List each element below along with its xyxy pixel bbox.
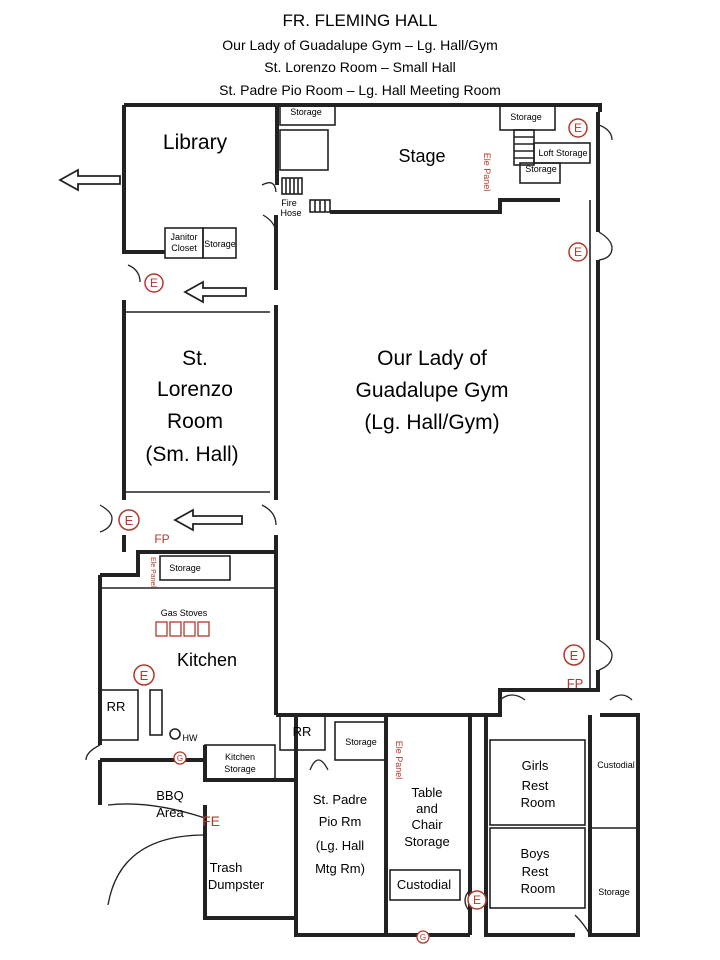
gym: Our Lady of Guadalupe Gym (Lg. Hall/Gym) xyxy=(356,347,509,434)
exit-arrow-north-corridor xyxy=(183,280,247,304)
padre-pio-storage-label: Storage xyxy=(345,737,377,747)
exit-icon: E xyxy=(133,664,155,686)
doors xyxy=(85,124,633,936)
svg-text:E: E xyxy=(574,121,582,135)
exit-symbols: E E E E E E E xyxy=(118,118,588,910)
svg-text:E: E xyxy=(140,668,149,683)
restrooms-area: Girls Rest Room Boys Rest Room Custodial… xyxy=(489,739,638,909)
lorenzo-label-2: Lorenzo xyxy=(157,378,233,401)
exit-icon: E xyxy=(118,509,140,531)
padre-pio-rr-label: RR xyxy=(293,724,312,739)
janitor-label-1: Janitor xyxy=(170,232,197,242)
exit-arrow-south-corridor xyxy=(173,508,243,532)
gym-label-3: (Lg. Hall/Gym) xyxy=(364,411,499,434)
exit-icon: E xyxy=(568,118,588,138)
bbq-label-1: BBQ xyxy=(156,788,183,803)
kitchen-area: FP Ele Panel Storage Gas Stoves Kitchen … xyxy=(99,532,276,781)
kitchen-label: Kitchen xyxy=(177,650,237,670)
girls-label-1: Girls xyxy=(522,758,549,773)
boys-label-3: Room xyxy=(521,881,556,896)
padre-pio-area: RR Storage Ele Panel St. Padre Pio Rm (L… xyxy=(279,714,461,901)
gas-stoves-label: Gas Stoves xyxy=(161,608,208,618)
bbq-label-2: Area xyxy=(156,805,184,820)
legend-line-padre-pio: St. Padre Pio Room – Lg. Hall Meeting Ro… xyxy=(219,82,501,98)
exit-icon: E xyxy=(568,242,588,262)
table-chair-label-4: Storage xyxy=(404,834,450,849)
svg-text:E: E xyxy=(150,276,158,290)
water-heater-label: HW xyxy=(183,733,198,743)
boys-label-2: Rest xyxy=(522,864,549,879)
janitor-label-2: Closet xyxy=(171,243,197,253)
fp-label-east: FP xyxy=(567,676,584,691)
restroom-storage-label: Storage xyxy=(598,887,630,897)
kitchen-storage-top-label: Storage xyxy=(169,563,201,573)
kitchen-storage-label-2: Storage xyxy=(224,764,256,774)
west-stage-stairs xyxy=(281,177,303,195)
girls-label-3: Room xyxy=(521,795,556,810)
trash-label-2: Dumpster xyxy=(208,877,265,892)
table-chair-label-2: and xyxy=(416,801,438,816)
gas-meter-icon: G xyxy=(416,930,430,944)
east-stage-stairs xyxy=(513,129,535,166)
padre-pio-label-1: St. Padre xyxy=(313,792,367,807)
gym-label-1: Our Lady of xyxy=(377,347,487,370)
kitchen-storage-label-1: Kitchen xyxy=(225,752,255,762)
plan-title: FR. FLEMING HALL xyxy=(283,11,438,30)
table-chair-label-3: Chair xyxy=(411,817,443,832)
fire-hose-label-2: Hose xyxy=(280,208,301,218)
gas-symbols: G G xyxy=(173,751,430,944)
stage-area: Stage Ele Panel Storage Loft Storage Sto… xyxy=(398,104,591,192)
svg-text:E: E xyxy=(125,513,134,528)
padre-pio-label-2: Pio Rm xyxy=(319,814,362,829)
padre-pio-label-4: Mtg Rm) xyxy=(315,861,365,876)
custodial-label-east: Custodial xyxy=(597,760,635,770)
boys-label-1: Boys xyxy=(521,846,550,861)
gym-label-2: Guadalupe Gym xyxy=(356,379,509,402)
lorenzo-label-3: Room xyxy=(167,410,223,433)
lorenzo-label-4: (Sm. Hall) xyxy=(145,443,238,466)
fire-extinguisher-label: FE xyxy=(202,813,220,829)
svg-text:E: E xyxy=(574,245,582,259)
gas-meter-icon: G xyxy=(173,751,187,765)
library-label: Library xyxy=(163,131,228,154)
legend-line-gym: Our Lady of Guadalupe Gym – Lg. Hall/Gym xyxy=(222,37,497,53)
table-chair-label-1: Table xyxy=(411,785,442,800)
stage-storage-bottom-label: Storage xyxy=(525,164,557,174)
svg-text:G: G xyxy=(177,754,183,763)
library-area: Library Janitor Closet Storage Storage F… xyxy=(163,104,336,259)
fp-label-west: FP xyxy=(154,532,169,546)
exit-icon: E xyxy=(467,890,487,910)
svg-text:G: G xyxy=(420,933,426,942)
padre-pio-label-3: (Lg. Hall xyxy=(316,838,365,853)
kitchen-rr-label: RR xyxy=(107,699,126,714)
fire-hose-label-1: Fire xyxy=(281,198,297,208)
exit-icon: E xyxy=(144,273,164,293)
loft-storage-label: Loft Storage xyxy=(538,148,587,158)
bbq-trash-area: BBQ Area FE Trash Dumpster xyxy=(156,788,265,892)
stage-label: Stage xyxy=(398,146,445,166)
svg-text:E: E xyxy=(570,648,579,663)
top-storage-label: Storage xyxy=(290,107,322,117)
girls-label-2: Rest xyxy=(522,778,549,793)
lorenzo-label-1: St. xyxy=(182,347,208,370)
svg-text:E: E xyxy=(473,893,481,907)
exit-icon: E xyxy=(563,644,585,666)
padre-pio-ele-panel-label: Ele Panel xyxy=(394,741,404,780)
exit-arrow-library xyxy=(58,168,121,192)
trash-label-1: Trash xyxy=(210,860,243,875)
library-storage-label: Storage xyxy=(204,239,236,249)
water-heater-icon xyxy=(169,728,181,740)
stage-ele-panel-label: Ele Panel xyxy=(482,153,492,192)
lorenzo-room: St. Lorenzo Room (Sm. Hall) xyxy=(145,347,238,466)
custodial-label-south: Custodial xyxy=(397,877,451,892)
stage-storage-top-label: Storage xyxy=(510,112,542,122)
legend-line-lorenzo: St. Lorenzo Room – Small Hall xyxy=(264,59,455,75)
kitchen-ele-panel-label: Ele Panel xyxy=(149,557,156,587)
gas-stoves xyxy=(155,621,210,637)
